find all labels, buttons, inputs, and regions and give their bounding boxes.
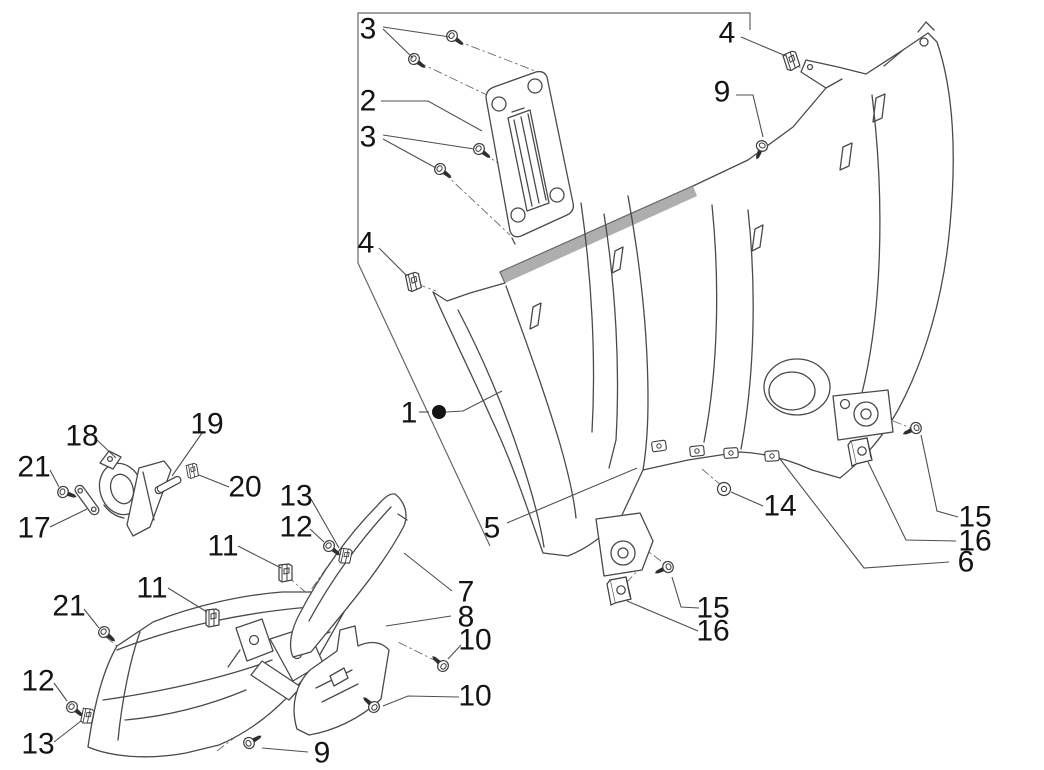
part-number-label: 7 [458, 576, 475, 609]
part-number-label: 16 [696, 615, 729, 648]
washer-icon [716, 481, 732, 497]
leader-line [403, 552, 453, 592]
part-number-label: 5 [484, 512, 501, 545]
screw-icon [443, 27, 468, 50]
clip-icon [781, 49, 802, 73]
part-number-label: 19 [190, 408, 223, 441]
leader-line [382, 26, 451, 38]
leader-line [83, 608, 100, 629]
u-bracket-icon [847, 437, 873, 467]
leader-line [736, 94, 764, 138]
screw-icon [241, 730, 265, 752]
leader-line [730, 491, 764, 507]
part-number-label: 12 [279, 511, 312, 544]
part-number-label: 15 [958, 501, 991, 534]
part-number-label: 1 [401, 397, 418, 430]
part-number-label: 21 [52, 590, 85, 623]
part-number-label: 18 [65, 420, 98, 453]
leader-line [309, 528, 325, 543]
leader-line [671, 576, 700, 609]
leader-line [378, 247, 408, 277]
part-number-label: 3 [360, 13, 377, 46]
leader-line [237, 545, 282, 569]
mounting-tab [723, 446, 739, 460]
leader-line [49, 469, 60, 488]
lower-spoiler-artwork [87, 493, 408, 758]
screw-icon [427, 651, 452, 675]
bag-hook-artwork [74, 450, 172, 537]
leader-line [382, 134, 475, 150]
part-number-label: 10 [458, 624, 491, 657]
part-number-label: 4 [719, 17, 736, 50]
part-number-label: 15 [696, 592, 729, 625]
part-number-label: 16 [958, 525, 991, 558]
leader-line [382, 695, 460, 707]
lower-trim-part [293, 625, 390, 736]
screw-icon [899, 420, 924, 440]
leader-line [447, 644, 462, 660]
leader-line-layer [49, 26, 959, 753]
part-number-label: 6 [958, 546, 975, 579]
support-strap-part [74, 484, 100, 516]
screw-icon [651, 559, 676, 579]
part-number-label: 13 [279, 480, 312, 513]
part-number-label: 4 [358, 227, 375, 260]
part-number-label: 10 [458, 680, 491, 713]
part-number-label: 11 [207, 530, 238, 563]
part-number-label: 12 [21, 665, 54, 698]
leader-line [381, 100, 483, 132]
panel-hinge-bracket [595, 512, 654, 577]
part-number-label: 14 [763, 490, 796, 523]
screw-icon [470, 140, 495, 163]
leader-line [506, 467, 638, 524]
panel-mount-bracket [832, 389, 894, 441]
mounting-tab [688, 444, 706, 458]
assembly-bullet-layer [432, 405, 446, 419]
assembly-bullet [432, 405, 446, 419]
part-number-label: 9 [314, 737, 331, 770]
leader-line [261, 747, 309, 753]
leader-line [49, 508, 88, 528]
part-number-label: 3 [360, 121, 377, 154]
part-number-label: 13 [21, 728, 54, 761]
screw-icon [431, 160, 456, 183]
bracket-plate-artwork [485, 70, 575, 245]
leader-line [740, 36, 787, 57]
leader-line [53, 720, 82, 743]
part-number-label: 11 [136, 572, 167, 605]
leader-line [385, 615, 452, 627]
part-number-label: 17 [17, 512, 50, 545]
part-number-label: 20 [228, 471, 261, 504]
leader-line [96, 439, 117, 459]
leader-line [867, 461, 957, 542]
leader-line [779, 458, 950, 569]
part-number-label: 9 [714, 76, 731, 109]
clip-icon [278, 563, 293, 583]
leader-line [920, 434, 959, 518]
leader-line [167, 587, 208, 613]
leader-line [382, 138, 437, 169]
part-number-label: 21 [17, 451, 50, 484]
main-panel-artwork [432, 21, 954, 577]
clip-icon [404, 271, 423, 293]
leader-line [626, 600, 699, 632]
assembly-group-bracket [357, 12, 751, 547]
mounting-tab [764, 449, 780, 463]
leader-line [171, 432, 203, 477]
part-number-label: 2 [360, 85, 377, 118]
leader-line [198, 474, 230, 488]
leader-line [310, 498, 340, 549]
mounting-tab [650, 439, 668, 453]
screw-icon [95, 623, 120, 647]
leader-line [445, 390, 503, 413]
clip-icon [205, 608, 220, 628]
trim-arc-part [289, 493, 408, 658]
leader-line [382, 28, 414, 59]
clip-icon [185, 462, 200, 480]
part-number-label: 8 [458, 601, 475, 634]
leader-line [53, 682, 68, 702]
